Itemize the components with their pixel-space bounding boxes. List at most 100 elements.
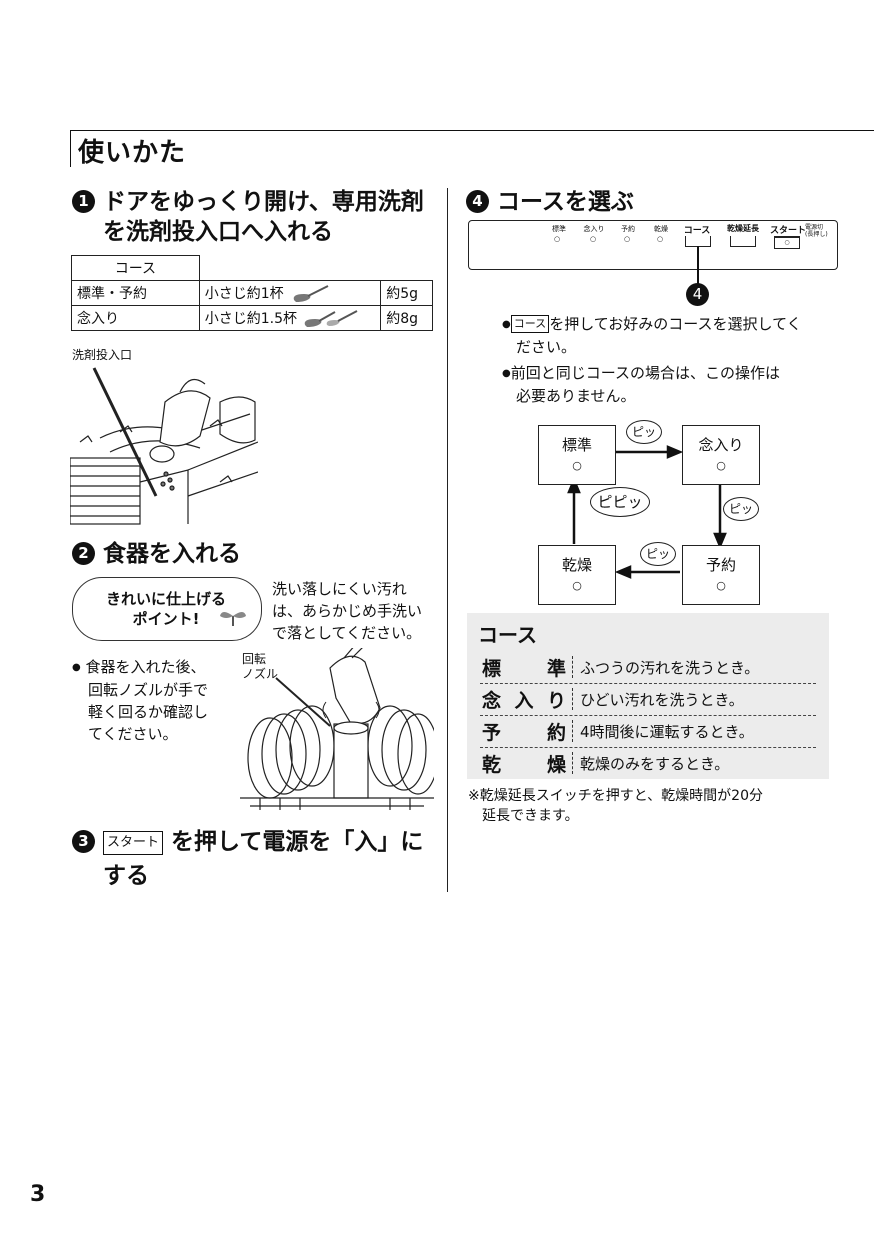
- flow-node-standard: 標準 ○: [538, 425, 616, 485]
- course-name: 念入り: [482, 690, 566, 712]
- power-hint-line: (長押し): [805, 231, 828, 238]
- table-row: 念入り 小さじ約1.5杯 約8g: [71, 305, 433, 331]
- row-divider: [480, 715, 816, 716]
- course-name: 標準: [482, 658, 566, 680]
- bullet-line: 前回と同じコースの場合は、この操作は: [510, 364, 780, 382]
- step2-number: 2: [72, 542, 95, 565]
- detergent-inlet-illustration: [70, 367, 258, 525]
- node-indicator: ○: [572, 459, 582, 472]
- step4-heading: 4 コースを選ぶ: [466, 186, 634, 218]
- bullet-line: てください。: [88, 725, 178, 743]
- course-name: 予約: [482, 722, 566, 744]
- dry-extend-button[interactable]: [730, 236, 756, 247]
- bullet-line: 軽く回るか確認し: [88, 703, 209, 721]
- amount-cell: 小さじ約1.5杯: [204, 310, 298, 327]
- course-key-icon: コース: [510, 315, 550, 333]
- nozzle-label-line: 回転: [242, 652, 267, 666]
- flow-node-dry: 乾燥 ○: [538, 545, 616, 605]
- bullet-icon: ●: [502, 368, 511, 379]
- course-box-title: コース: [478, 623, 537, 647]
- panel-label-thorough: 念入り: [583, 225, 605, 233]
- power-off-hint: 電源切 (長押し): [805, 224, 828, 238]
- control-panel: [468, 220, 838, 270]
- note-line: ※乾燥延長スイッチを押すと、乾燥時間が20分: [468, 788, 763, 804]
- step3-heading: 3 スタート を押して電源を「入」に: [72, 826, 423, 858]
- bullet-line: を押してお好みのコースを選択してく: [549, 315, 802, 333]
- detergent-table-header: コース: [71, 255, 200, 281]
- node-indicator: ○: [716, 579, 726, 592]
- step4-heading-text: コースを選ぶ: [497, 189, 634, 215]
- tip-line: 洗い落しにくい汚れ: [272, 580, 407, 598]
- power-hint-line: 電源切: [805, 224, 824, 231]
- panel-label-standard: 標準: [552, 225, 566, 233]
- course-select-bullet: ●コースを押してお好みのコースを選択してく ださい。 ●前回と同じコースの場合は…: [502, 313, 802, 407]
- step1-heading-line1: ドアをゆっくり開け、専用洗剤: [103, 189, 424, 215]
- course-desc: ふつうの汚れを洗うとき。: [580, 659, 760, 677]
- nozzle-check-bullet: ● 食器を入れた後、 回転ノズルが手で 軽く回るか確認し てください。: [72, 656, 208, 745]
- bullet-line: 必要ありません。: [516, 387, 636, 405]
- point-callout-text: きれいに仕上げる ポイント!: [86, 589, 246, 629]
- table-row: 標準 ふつうの汚れを洗うとき。: [480, 652, 818, 680]
- flow-node-reserve: 予約 ○: [682, 545, 760, 605]
- panel-label-dry-extend: 乾燥延長: [727, 224, 759, 233]
- indicator-dot: ○: [554, 235, 561, 243]
- course-desc: 乾燥のみをするとき。: [580, 755, 730, 773]
- tip-line: は、あらかじめ手洗い: [272, 602, 423, 620]
- panel-label-course: コース: [683, 226, 711, 236]
- course-desc: 4時間後に運転するとき。: [580, 723, 754, 741]
- point-line2: ポイント!: [132, 610, 200, 628]
- dry-extend-note: ※乾燥延長スイッチを押すと、乾燥時間が20分 延長できます。: [468, 786, 763, 826]
- sprout-icon: [220, 612, 246, 626]
- node-label: 予約: [705, 556, 736, 574]
- row-divider: [480, 683, 816, 684]
- table-row: 念入り ひどい汚れを洗うとき。: [480, 684, 818, 712]
- spoons-icon: [305, 309, 358, 327]
- dish-rack-illustration: [240, 648, 434, 810]
- node-indicator: ○: [572, 579, 582, 592]
- start-button[interactable]: ○: [774, 236, 800, 249]
- detergent-inlet-label: 洗剤投入口: [72, 348, 133, 362]
- beep-bubble: ピッ: [640, 542, 676, 566]
- bullet-icon: ●: [72, 662, 81, 673]
- double-beep-bubble: ピピッ: [590, 487, 650, 517]
- table-row: 予約 4時間後に運転するとき。: [480, 716, 818, 744]
- tip-line: で落としてください。: [272, 624, 422, 642]
- step1-number: 1: [72, 190, 95, 213]
- step3-heading-line2: する: [103, 863, 149, 889]
- step2-heading: 2 食器を入れる: [72, 538, 241, 570]
- grams-cell: 約8g: [380, 305, 433, 331]
- indicator-dot: ○: [624, 235, 631, 243]
- table-row: 標準・予約 小さじ約1杯 約5g: [71, 280, 433, 306]
- bullet-line: 回転ノズルが手で: [88, 681, 209, 699]
- spoon-icon: [293, 284, 329, 302]
- course-cycle-arrows: [567, 445, 727, 579]
- step3-number: 3: [72, 830, 95, 853]
- node-label: 乾燥: [561, 556, 592, 574]
- callout-number: 4: [686, 283, 709, 306]
- step4-number: 4: [466, 190, 489, 213]
- callout-line: [697, 246, 699, 284]
- bullet-line: ださい。: [516, 338, 577, 356]
- beep-bubble: ピッ: [723, 497, 759, 521]
- step2-heading-text: 食器を入れる: [103, 541, 241, 567]
- beep-bubble: ピッ: [626, 420, 662, 444]
- node-indicator: ○: [716, 459, 726, 472]
- course-description-box: [467, 613, 829, 779]
- page-title: 使いかた: [78, 138, 187, 168]
- point-callout: [72, 577, 262, 641]
- start-key-icon: スタート: [103, 831, 164, 855]
- detergent-table: コース 標準・予約 小さじ約1杯 約5g 念入り 小さじ約1.5杯 約8g: [71, 255, 433, 331]
- course-name: 乾燥: [482, 754, 566, 776]
- step3-heading-line1: を押して電源を「入」に: [171, 829, 424, 855]
- node-label: 標準: [561, 436, 592, 454]
- course-cell: 念入り: [71, 305, 200, 331]
- table-row: 乾燥 乾燥のみをするとき。: [480, 748, 818, 776]
- row-divider: [480, 747, 816, 748]
- panel-label-reserve: 予約: [621, 225, 635, 233]
- flow-node-thorough: 念入り○: [682, 425, 760, 485]
- step1-heading: 1 ドアをゆっくり開け、専用洗剤: [72, 186, 424, 218]
- course-desc: ひどい汚れを洗うとき。: [580, 691, 744, 709]
- note-line: 延長できます。: [482, 808, 579, 824]
- point-line1: きれいに仕上げる: [105, 590, 226, 608]
- indicator-dot: ○: [590, 235, 597, 243]
